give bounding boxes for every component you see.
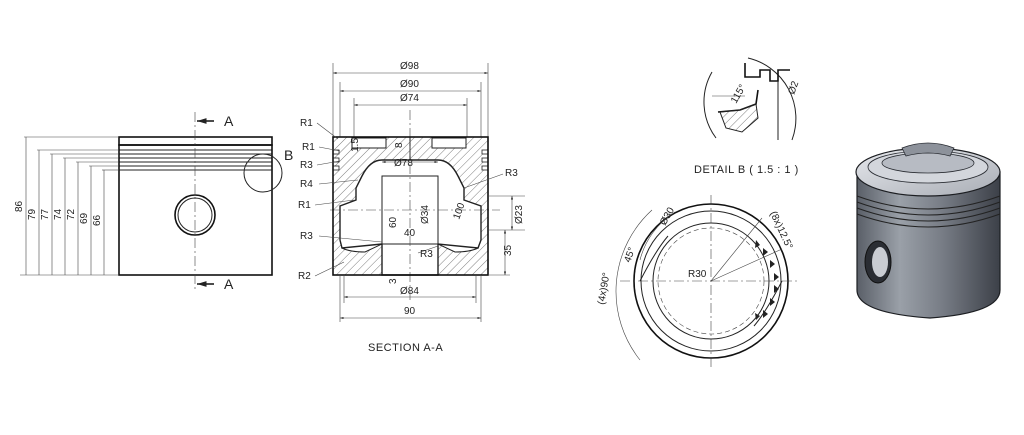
radius-r2: R2 [298,271,311,282]
radius-r3-lower: R3 [420,249,433,260]
dia-84: Ø84 [400,286,419,297]
angle-45: 45° [622,246,638,264]
dia-98: Ø98 [400,61,419,72]
section-caption: SECTION A-A [368,342,443,354]
front-view: A A B 86 79 77 74 72 69 6 [14,112,293,292]
dia-23: Ø23 [514,205,525,224]
detail-angle-115: 115° [729,83,749,106]
piston-render [855,142,1001,319]
dim-35: 35 [503,244,514,256]
section-letter-bottom: A [224,276,234,292]
bottom-dia-30: Ø30 [658,205,677,227]
section-letter-top: A [224,113,234,129]
bottom-radius-30: R30 [688,269,707,280]
radius-r1-a: R1 [300,118,313,129]
dim-77: 77 [40,208,51,220]
radius-r3-right: R3 [505,168,518,179]
hole-pattern [755,240,779,320]
dim-74: 74 [53,208,64,220]
detail-caption: DETAIL B ( 1.5 : 1 ) [694,164,799,176]
dia-78: Ø78 [394,158,413,169]
dim-66: 66 [92,214,103,226]
dim-69: 69 [79,212,90,224]
dia-34: Ø34 [420,205,431,224]
radius-r3-a: R3 [300,160,313,171]
radius-r3-b: R3 [300,231,313,242]
radius-r1-c: R1 [298,200,311,211]
dia-74: Ø74 [400,93,419,104]
dim-8: 8 [394,142,405,148]
dim-90-bottom: 90 [404,306,416,317]
dim-60: 60 [388,216,399,228]
dia-90: Ø90 [400,79,419,90]
detail-circle [243,153,283,193]
section-view: Ø98 Ø90 Ø74 R1 [298,61,525,354]
angle-4x90: (4x)90° [596,272,612,306]
detail-letter: B [284,147,293,163]
dim-86: 86 [14,200,25,212]
dim-79: 79 [27,208,38,220]
height-dimensions: 86 79 77 74 72 69 66 [14,136,118,276]
dim-40: 40 [404,228,416,239]
radius-r1-b: R1 [302,142,315,153]
dim-3: 3 [388,278,399,284]
detail-view: 115° Ø2 DETAIL B ( 1.5 : 1 ) [694,57,802,176]
detail-dia-2: Ø2 [786,79,801,96]
dim-1-5: 1.5 [350,138,361,152]
dim-72: 72 [66,208,77,220]
radius-r4: R4 [300,179,313,190]
bottom-view: 45° (4x)90° Ø30 R30 (8x)12.5° [596,195,800,368]
